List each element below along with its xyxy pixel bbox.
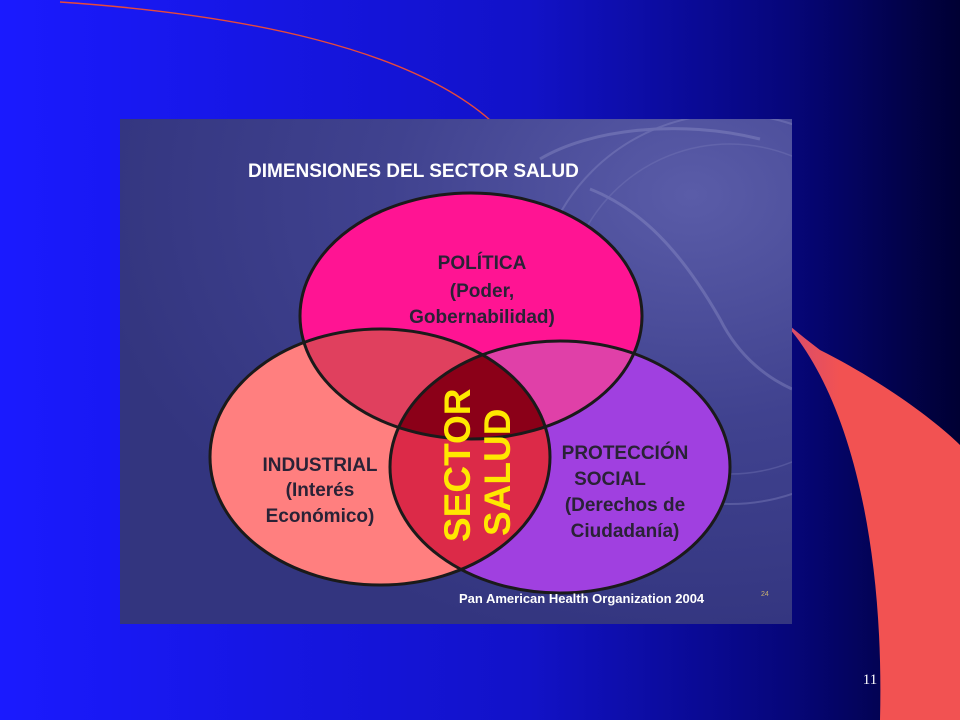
venn-diagram-image: DIMENSIONES DEL SECTOR SALUD POLÍTICA (P… bbox=[120, 119, 792, 624]
industrial-line-1: INDUSTRIAL bbox=[262, 455, 377, 476]
proteccion-line-2: SOCIAL bbox=[574, 469, 646, 490]
politica-line-3: Gobernabilidad) bbox=[409, 307, 555, 328]
proteccion-line-1: PROTECCIÓN bbox=[562, 442, 689, 464]
politica-line-2: (Poder, bbox=[450, 281, 514, 302]
diagram-title: DIMENSIONES DEL SECTOR SALUD bbox=[248, 161, 579, 182]
industrial-line-2: (Interés bbox=[286, 480, 355, 501]
accent-swoosh bbox=[760, 300, 960, 720]
credit-text: Pan American Health Organization 2004 bbox=[459, 591, 705, 606]
slide-number: 11 bbox=[862, 672, 878, 688]
center-intersection bbox=[390, 341, 550, 439]
center-label-salud: SALUD bbox=[477, 409, 518, 536]
corner-number: 24 bbox=[761, 591, 769, 598]
proteccion-line-3: (Derechos de bbox=[565, 495, 685, 516]
accent-arc bbox=[59, 1, 491, 121]
proteccion-line-4: Ciudadanía) bbox=[571, 521, 680, 542]
politica-line-1: POLÍTICA bbox=[438, 252, 527, 274]
center-label-sector: SECTOR bbox=[437, 388, 478, 542]
industrial-line-3: Económico) bbox=[266, 506, 375, 527]
